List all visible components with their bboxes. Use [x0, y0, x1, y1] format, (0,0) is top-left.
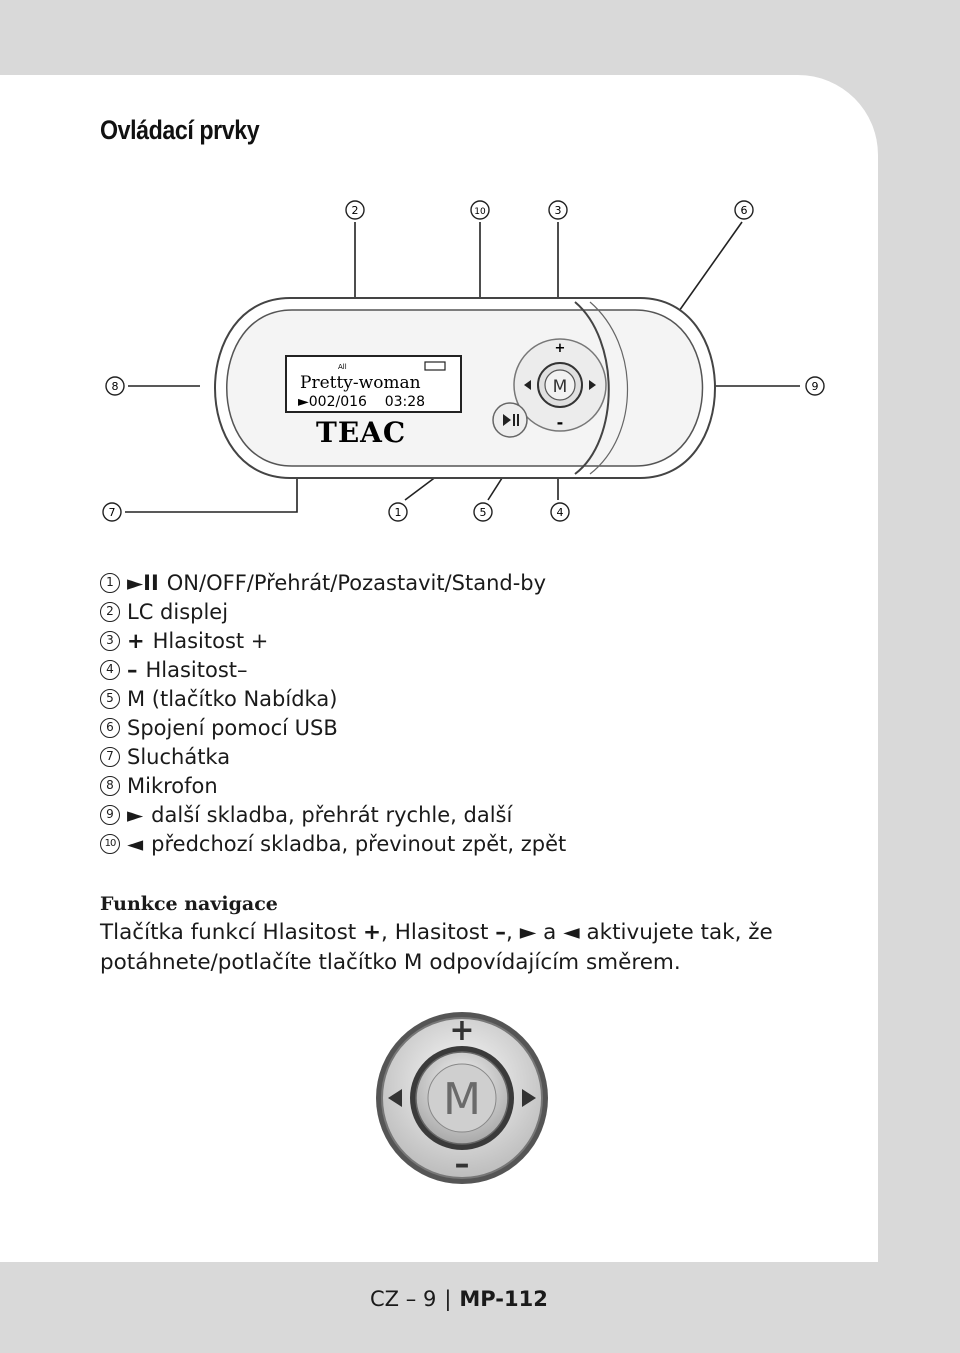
legend-item: 7 Sluchátka: [100, 742, 230, 771]
nav-text-part: ,: [506, 920, 520, 945]
footer-band: [0, 1262, 960, 1353]
legend-item: 8 Mikrofon: [100, 771, 218, 800]
nav-text-part: Tlačítka funkcí Hlasitost: [100, 920, 364, 945]
device-illustration: All Pretty-woman ►002/016 03:28 TEAC M +…: [102, 200, 825, 522]
legend-text: M (tlačítko Nabídka): [127, 686, 338, 711]
play-pause-icon: ►II: [127, 570, 159, 595]
prev-arrow-icon: ◄: [127, 831, 144, 856]
lcd-display: [285, 355, 462, 413]
legend-text: Spojení pomocí USB: [127, 715, 338, 740]
minus-icon: –: [495, 920, 507, 945]
plus-icon: +: [363, 920, 382, 945]
legend-text: ON/OFF/Přehrát/Pozastavit/Stand-by: [166, 570, 547, 595]
legend-number: 2: [100, 601, 120, 622]
callout-2: 2: [352, 204, 359, 217]
repeat-status: All: [338, 363, 347, 371]
plus-icon: +: [127, 628, 145, 653]
volume-up-label-large: +: [449, 1013, 474, 1048]
volume-down-label: -: [557, 413, 564, 432]
prev-arrow-icon: ◄: [563, 920, 580, 945]
legend-item: 3 + Hlasitost +: [100, 626, 268, 655]
volume-down-label-large: –: [455, 1147, 470, 1182]
nav-text-part: a: [536, 920, 564, 945]
legend-text: Sluchátka: [127, 744, 231, 769]
next-arrow-icon: [589, 380, 596, 390]
legend-text: další skladba, přehrát rychle, další: [151, 802, 513, 827]
battery-icon: [424, 361, 446, 371]
callout-4: 4: [557, 506, 564, 519]
legend-item: 6 Spojení pomocí USB: [100, 713, 338, 742]
legend-number: 5: [100, 688, 120, 709]
callout-8: 8: [112, 380, 119, 393]
legend-text: předchozí skladba, převinout zpět, zpět: [151, 831, 567, 856]
callout-5: 5: [480, 506, 487, 519]
volume-up-label: +: [555, 341, 566, 356]
legend-number: 3: [100, 630, 120, 651]
navigation-description: Tlačítka funkcí Hlasitost +, Hlasitost –…: [100, 918, 840, 978]
legend-item: 1 ►II ON/OFF/Přehrát/Pozastavit/Stand-by: [100, 568, 546, 597]
dpad-large-illustration: M + –: [376, 1012, 548, 1184]
prev-arrow-icon: [524, 380, 531, 390]
nav-text-line2: potáhnete/potlačíte tlačítko M odpovídaj…: [100, 950, 681, 975]
legend-text: Hlasitost +: [152, 628, 269, 653]
nav-text-part: aktivujete tak, že: [579, 920, 773, 945]
callout-7: 7: [109, 506, 116, 519]
display-track-info: ►002/016 03:28: [298, 394, 425, 410]
model-name: MP-112: [459, 1287, 548, 1311]
play-icon: [503, 414, 511, 426]
legend-item: 9 ► další skladba, přehrát rychle, další: [100, 800, 512, 829]
legend-text: Mikrofon: [127, 773, 218, 798]
legend-number: 4: [100, 659, 120, 680]
display-track-name: Pretty-woman: [300, 373, 421, 393]
page-footer: CZ – 9 | MP-112: [370, 1287, 548, 1311]
legend-number: 7: [100, 746, 120, 767]
m-label: M: [553, 377, 568, 397]
callout-9: 9: [812, 380, 819, 393]
page-number: 9: [422, 1287, 437, 1311]
legend-text: LC displej: [127, 599, 229, 624]
legend-item: 5 M (tlačítko Nabídka): [100, 684, 337, 713]
minus-icon: –: [127, 657, 138, 682]
legend-number: 10: [100, 833, 120, 854]
legend-number: 8: [100, 775, 120, 796]
legend-text: Hlasitost–: [145, 657, 248, 682]
brand-logo: TEAC: [316, 416, 406, 449]
callout-3: 3: [555, 204, 562, 217]
legend-number: 1: [100, 572, 120, 593]
legend-number: 6: [100, 717, 120, 738]
callout-1: 1: [395, 506, 402, 519]
m-label-large: M: [443, 1074, 481, 1125]
next-arrow-icon: ►: [127, 802, 144, 827]
callout-6: 6: [741, 204, 748, 217]
navigation-heading: Funkce navigace: [100, 893, 278, 915]
next-arrow-icon: [522, 1089, 536, 1107]
callout-10: 10: [474, 207, 486, 217]
prev-arrow-icon: [388, 1089, 402, 1107]
section-title: Ovládací prvky: [100, 115, 260, 145]
footer-lang: CZ: [370, 1287, 400, 1311]
legend-item: 4–Hlasitost–: [100, 655, 248, 684]
footer-divider: |: [444, 1287, 452, 1311]
footer-dash: –: [405, 1287, 417, 1311]
next-arrow-icon: ►: [519, 920, 537, 945]
legend-item: 10 ◄ předchozí skladba, převinout zpět, zp…: [100, 829, 566, 858]
legend-number: 9: [100, 804, 120, 825]
legend-item: 2 LC displej: [100, 597, 228, 626]
nav-text-part: , Hlasitost: [381, 920, 496, 945]
